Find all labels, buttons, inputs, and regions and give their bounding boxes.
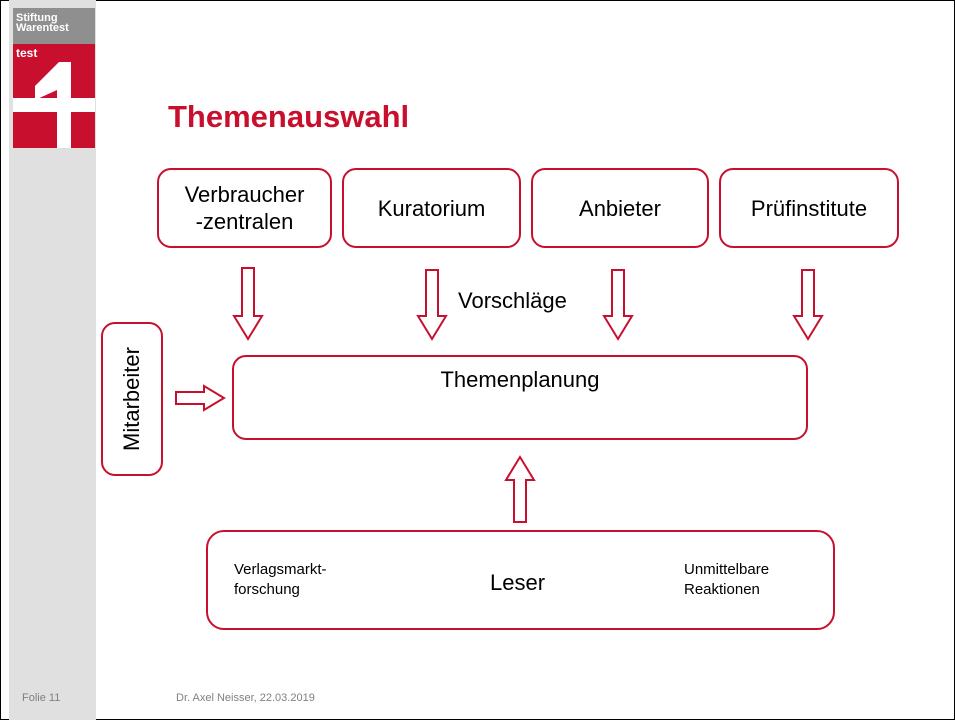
logo-line-3: test <box>16 46 38 60</box>
source-label: Verbraucher -zentralen <box>184 182 305 234</box>
source-box-pruefinstitute: Prüfinstitute <box>719 168 899 248</box>
slide-title: Themenauswahl <box>168 99 410 134</box>
source-box-verbraucherzentralen: Verbraucher -zentralen <box>157 168 332 248</box>
reader-box: Verlagsmarkt- forschung Leser Unmittelba… <box>206 530 835 630</box>
planning-box: Themenplanung <box>232 355 808 440</box>
source-box-kuratorium: Kuratorium <box>342 168 521 248</box>
logo-one-glyph <box>13 62 95 148</box>
slide-number: Folie 11 <box>22 692 61 704</box>
down-arrow-icon <box>416 269 448 341</box>
down-arrow-icon <box>602 269 634 341</box>
market-research-label: Verlagsmarkt- forschung <box>234 561 327 598</box>
reactions-label: Unmittelbare Reaktionen <box>684 561 770 598</box>
source-label: Prüfinstitute <box>750 195 868 221</box>
source-label: Anbieter <box>579 195 661 221</box>
source-box-anbieter: Anbieter <box>531 168 709 248</box>
stiftung-warentest-logo: Stiftung Warentest test <box>13 8 95 148</box>
footer-author: Dr. Axel Neisser, 22.03.2019 <box>176 692 315 704</box>
down-arrow-icon <box>232 267 264 341</box>
up-arrow-icon <box>504 455 536 523</box>
reader-label: Leser <box>490 570 546 595</box>
planning-label: Themenplanung <box>440 367 600 392</box>
suggestions-label: Vorschläge <box>458 288 567 313</box>
source-label: Kuratorium <box>377 195 486 221</box>
logo-line-1: Stiftung <box>16 12 58 24</box>
down-arrow-icon <box>792 269 824 341</box>
right-arrow-icon <box>175 384 226 412</box>
staff-box: Mitarbeiter <box>101 322 163 476</box>
logo-line-2: Warentest <box>16 22 69 34</box>
